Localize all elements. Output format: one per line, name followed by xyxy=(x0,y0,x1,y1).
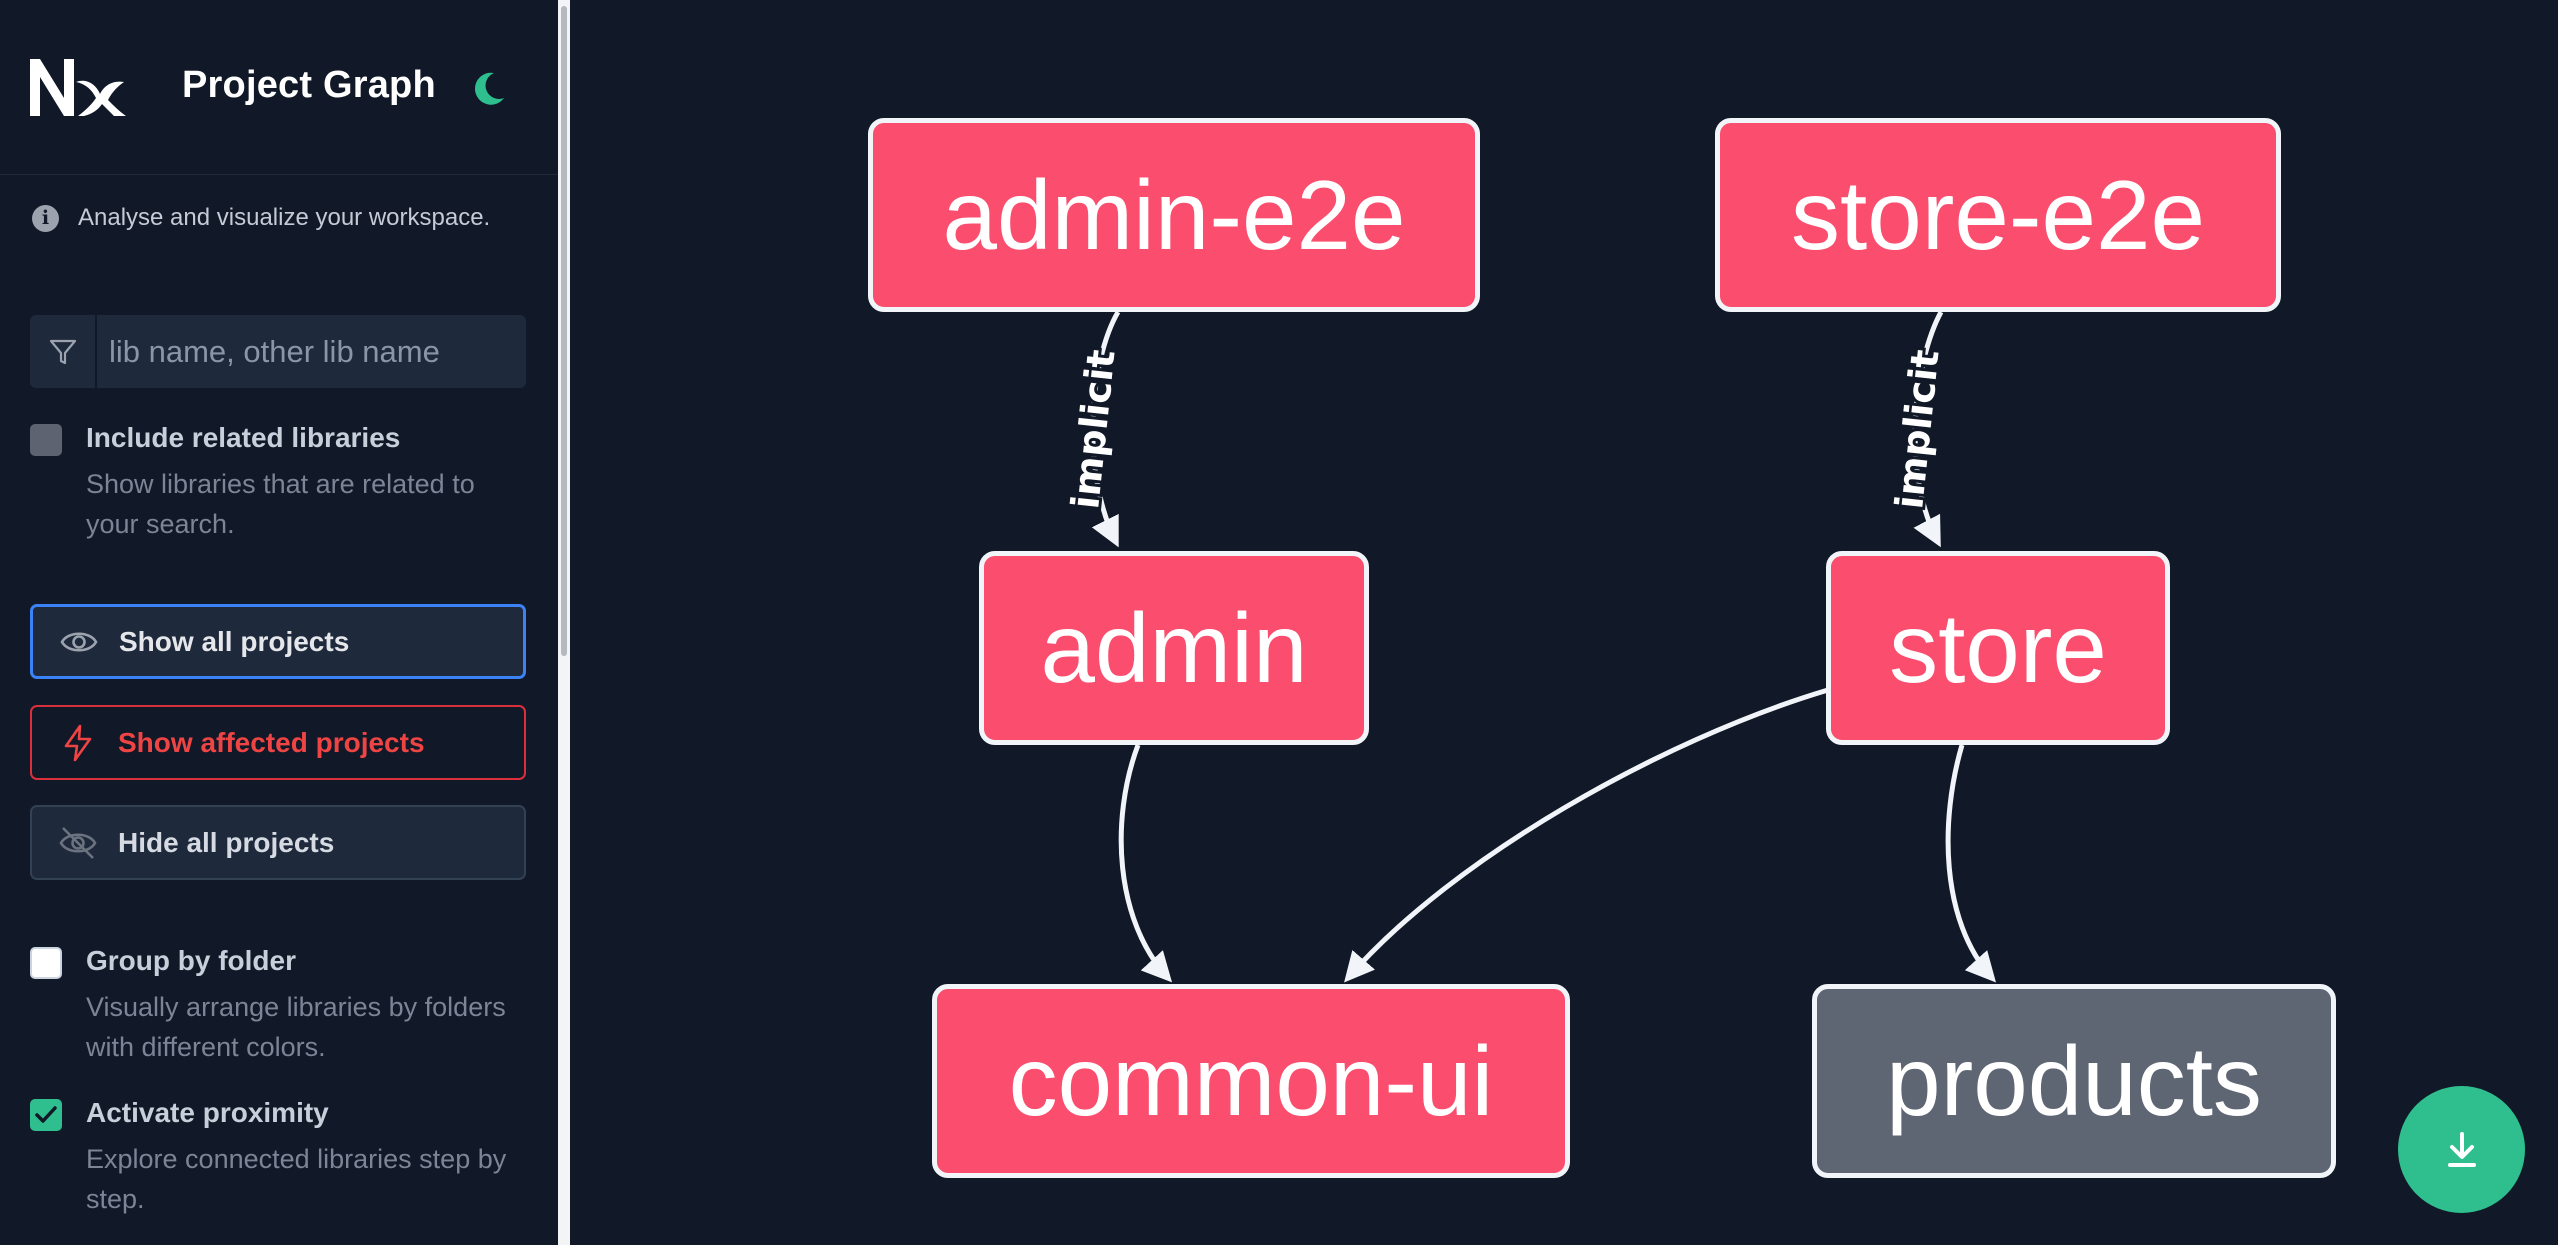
edge-store-common-ui xyxy=(1344,687,1829,983)
search-input[interactable] xyxy=(97,315,526,388)
graph-edges: implicit implicit xyxy=(1060,310,1997,983)
moon-icon[interactable] xyxy=(468,68,508,108)
hide-all-projects-button[interactable]: Hide all projects xyxy=(30,805,526,880)
info-row: i Analyse and visualize your workspace. xyxy=(32,204,490,232)
node-admin[interactable]: admin xyxy=(979,551,1369,745)
include-related-description: Show libraries that are related to your … xyxy=(86,469,475,539)
eye-off-icon xyxy=(59,826,97,859)
node-products[interactable]: products xyxy=(1812,984,2336,1178)
group-by-folder-description: Visually arrange libraries by folders wi… xyxy=(86,992,506,1062)
show-affected-projects-label: Show affected projects xyxy=(118,726,425,758)
project-graph-canvas[interactable]: implicit implicit admin-e2e store-e2e ad… xyxy=(570,0,2558,1245)
sidebar-scrollbar-thumb[interactable] xyxy=(561,6,567,656)
include-related-label: Include related libraries xyxy=(86,422,401,453)
include-related-checkbox[interactable] xyxy=(30,424,62,456)
filter-icon xyxy=(49,339,76,364)
show-all-projects-button[interactable]: Show all projects xyxy=(30,604,526,679)
sidebar-header: Project Graph xyxy=(0,0,558,175)
checkmark-icon xyxy=(35,1106,57,1123)
activate-proximity-label: Activate proximity xyxy=(86,1097,329,1128)
filter-icon-wrap xyxy=(30,315,97,388)
nx-logo-icon xyxy=(30,59,126,116)
edge-admin-common-ui xyxy=(1118,744,1173,983)
node-store[interactable]: store xyxy=(1826,551,2170,745)
download-icon xyxy=(2447,1131,2476,1167)
activate-proximity-description: Explore connected libraries step by step… xyxy=(86,1144,507,1214)
info-text: Analyse and visualize your workspace. xyxy=(78,204,491,231)
edge-label-admin-e2e: implicit xyxy=(1063,348,1123,511)
activate-proximity-checkbox[interactable] xyxy=(30,1099,62,1131)
sidebar: Project Graph i Analyse and visualize yo… xyxy=(0,0,558,1245)
node-admin-e2e[interactable]: admin-e2e xyxy=(868,118,1480,312)
page-title: Project Graph xyxy=(182,64,436,106)
info-icon: i xyxy=(32,204,59,232)
download-button[interactable] xyxy=(2398,1086,2525,1213)
group-by-folder-label: Group by folder xyxy=(86,945,296,976)
node-store-e2e[interactable]: store-e2e xyxy=(1715,118,2281,312)
show-affected-projects-button[interactable]: Show affected projects xyxy=(30,705,526,780)
show-all-projects-label: Show all projects xyxy=(119,625,350,657)
edge-admin-e2e-admin xyxy=(1090,310,1121,548)
eye-icon xyxy=(60,631,98,652)
group-by-folder-checkbox[interactable] xyxy=(30,947,62,979)
edge-label-store-e2e: implicit xyxy=(1887,348,1947,511)
edge-store-products xyxy=(1945,744,1997,983)
edge-store-e2e-store xyxy=(1912,310,1944,548)
search-box xyxy=(30,315,526,388)
node-common-ui[interactable]: common-ui xyxy=(932,984,1570,1178)
lightning-icon xyxy=(64,724,92,761)
hide-all-projects-label: Hide all projects xyxy=(118,826,335,858)
